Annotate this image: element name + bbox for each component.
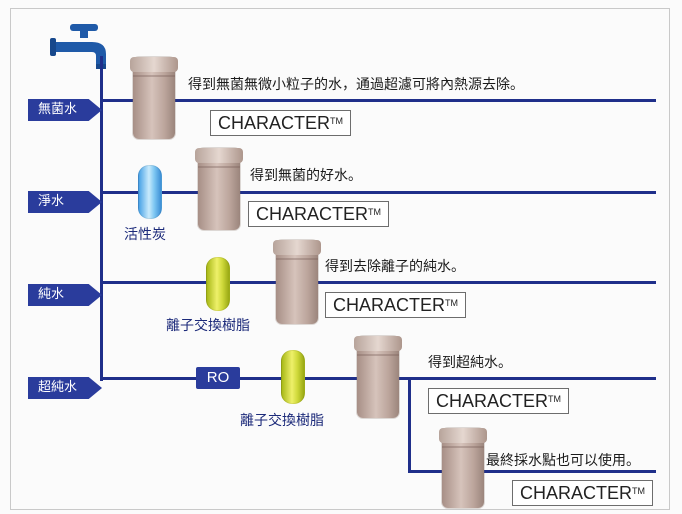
filter-cartridge-icon [130,57,178,139]
trademark-mark: TM [632,486,646,496]
reverse-osmosis-unit: RO [196,367,240,389]
brand-box-1: CHARACTERTM [210,110,352,136]
trademark-mark: TM [330,116,344,126]
brand-box-2: CHARACTERTM [248,201,390,227]
tag-ultrapure-water: 超純水 [28,377,102,399]
branch-line-3 [100,281,656,284]
filter-cartridge-icon [273,240,321,324]
main-supply-line [100,56,103,381]
label-ion-exchange-resin: 離子交換樹脂 [240,413,324,429]
brand-name: CHARACTER [218,113,331,133]
trademark-mark: TM [548,394,562,404]
brand-name: CHARACTER [520,483,633,503]
ion-exchange-resin-icon [281,350,305,404]
label-ion-exchange-resin: 離子交換樹脂 [166,318,250,334]
description-ultrapure-water: 得到超純水。 [428,355,512,371]
brand-name: CHARACTER [436,391,549,411]
description-sterile-water: 得到無菌無微小粒子的水，通過超濾可將內熱源去除。 [188,77,524,93]
branch-line-2 [100,191,656,194]
filter-cartridge-icon [354,336,402,418]
tag-clean-water: 淨水 [28,191,102,213]
brand-box-3: CHARACTERTM [325,292,467,318]
label-activated-carbon: 活性炭 [124,227,166,243]
brand-box-5: CHARACTERTM [512,480,654,506]
tag-sterile-water: 無菌水 [28,99,102,121]
filter-cartridge-icon [195,148,243,230]
trademark-mark: TM [368,207,382,217]
trademark-mark: TM [445,298,459,308]
description-pure-water: 得到去除離子的純水。 [325,259,465,275]
activated-carbon-icon [138,165,162,219]
branch-line-1 [100,99,656,102]
description-clean-water: 得到無菌的好水。 [250,168,362,184]
point-of-use-line [408,470,656,473]
description-point-of-use: 最終採水點也可以使用。 [486,453,640,469]
brand-name: CHARACTER [333,295,446,315]
point-of-use-drop-line [408,377,411,473]
ion-exchange-resin-icon [206,257,230,311]
filter-cartridge-icon [439,428,487,508]
tag-pure-water: 純水 [28,284,102,306]
brand-box-4: CHARACTERTM [428,388,570,414]
diagram-frame [10,8,670,510]
brand-name: CHARACTER [256,204,369,224]
